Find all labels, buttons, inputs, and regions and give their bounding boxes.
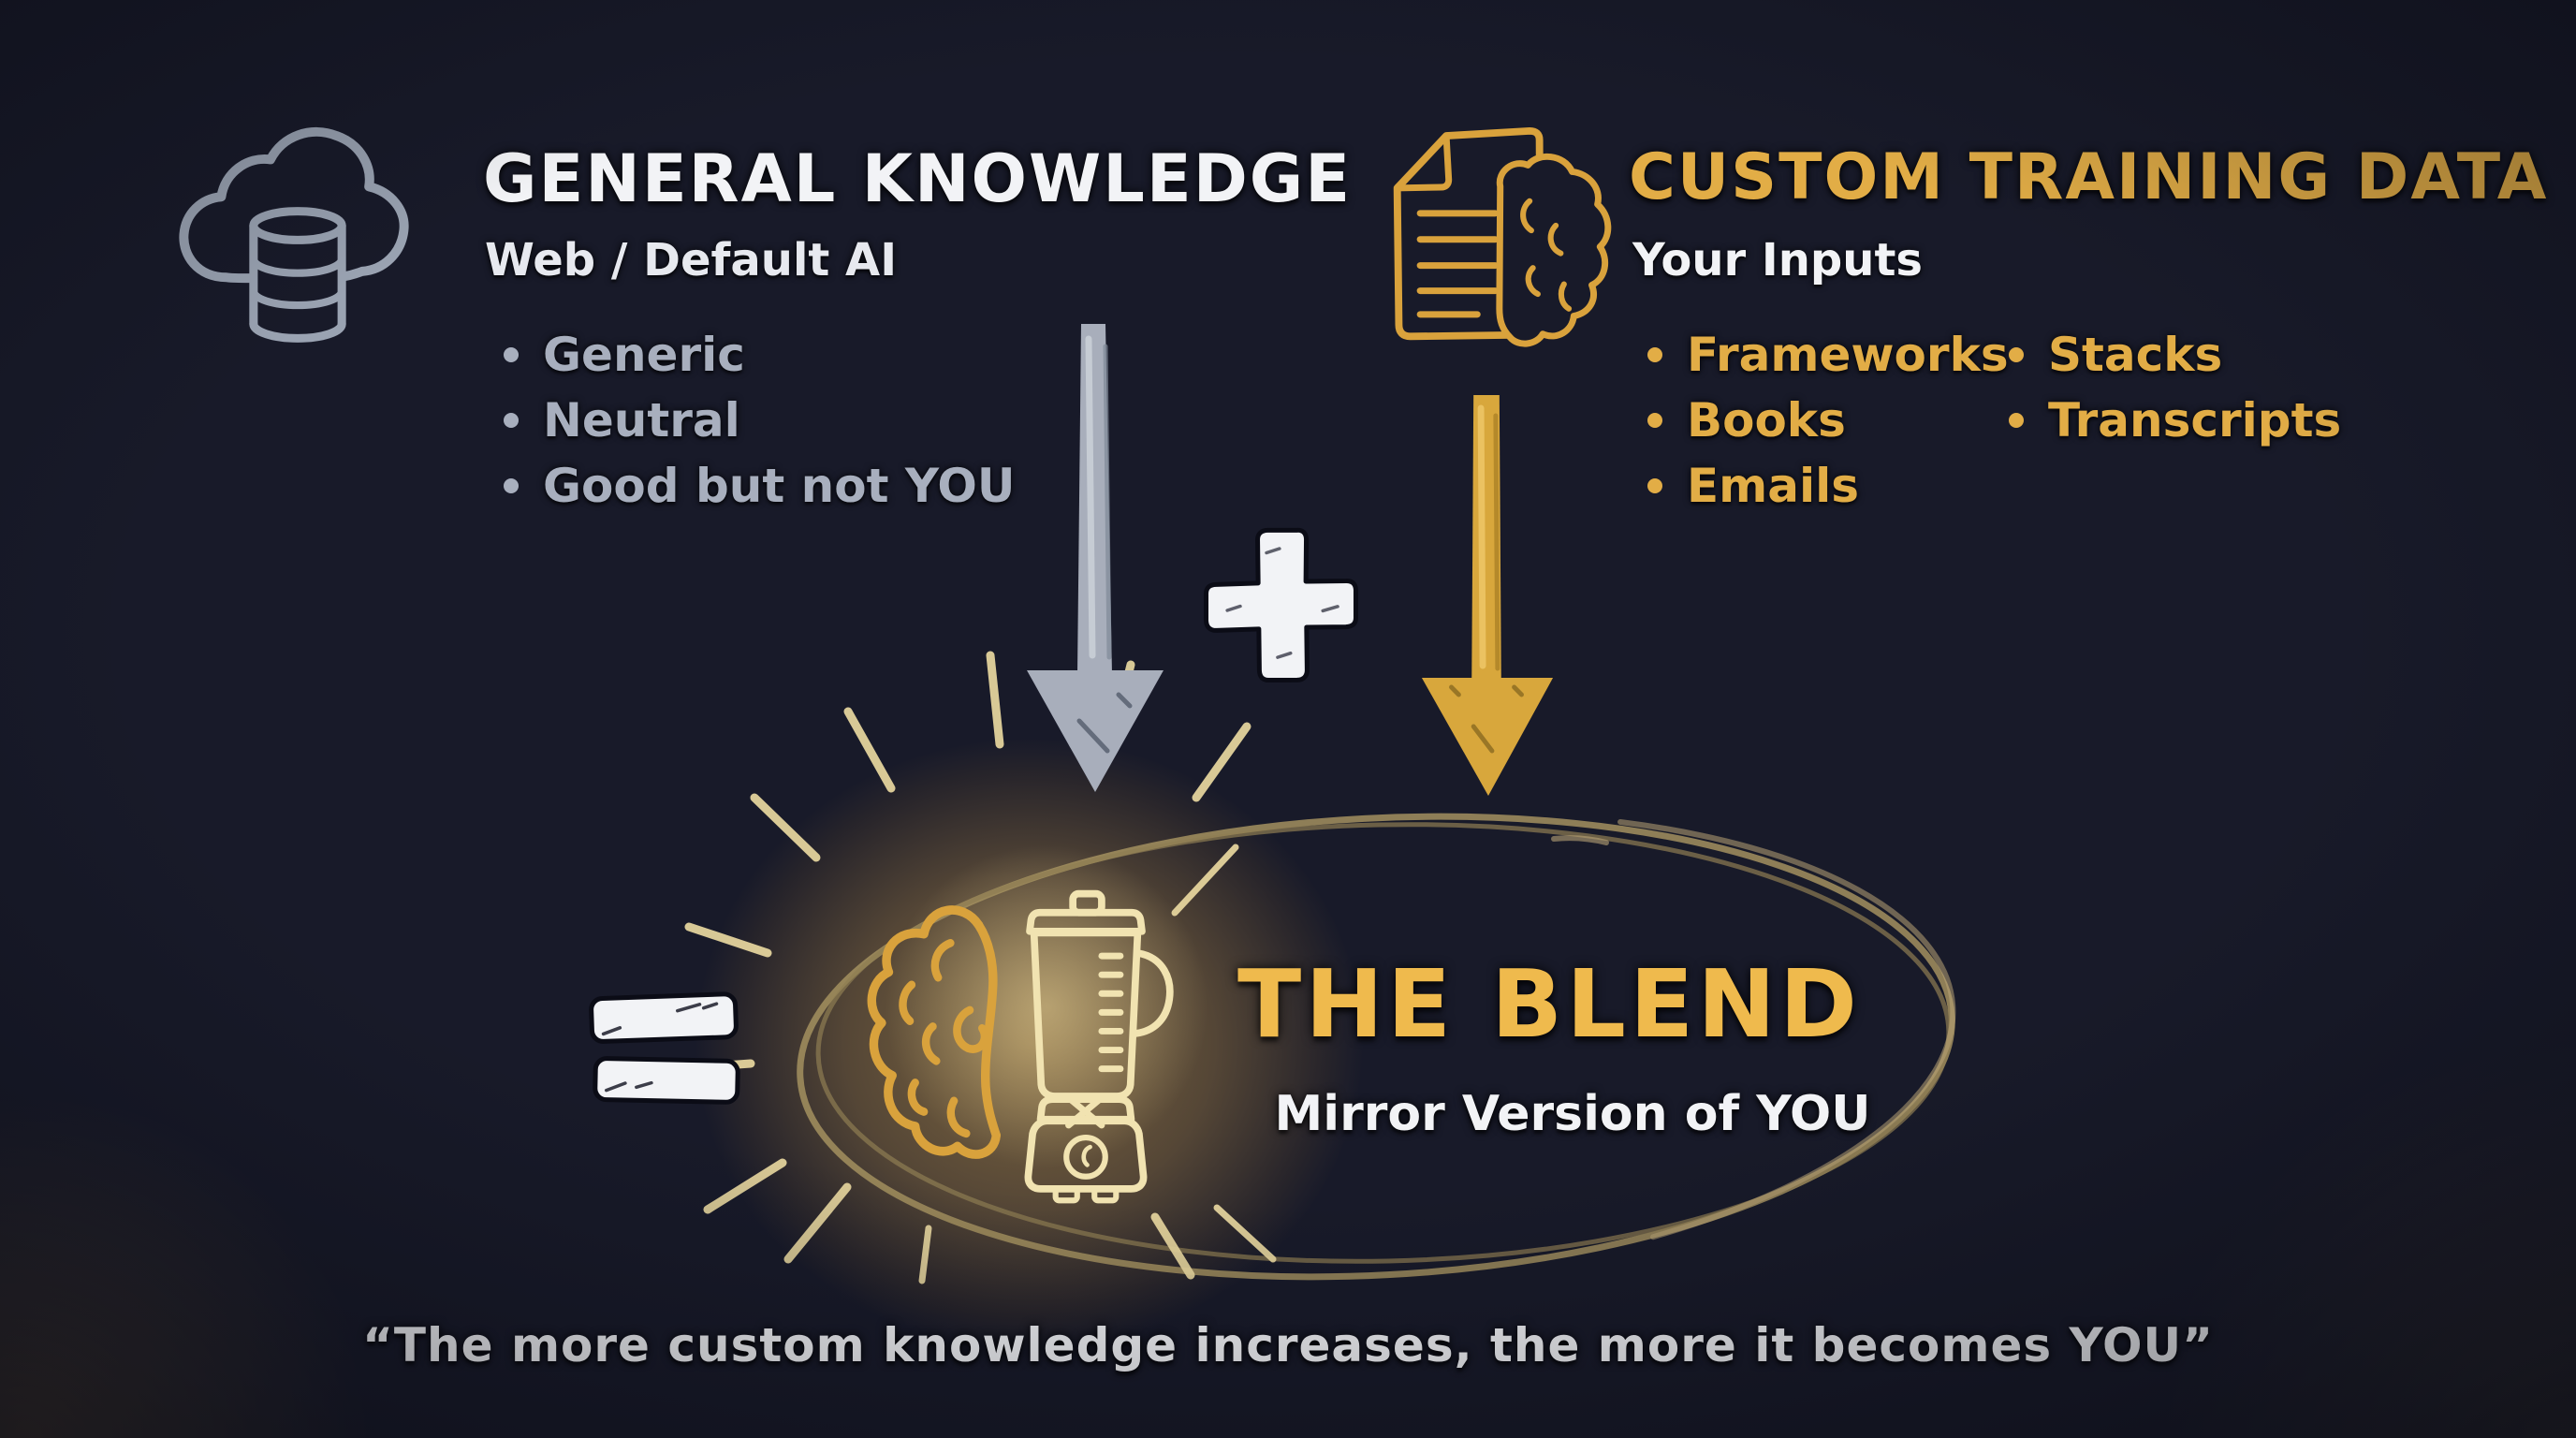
bullet-dot [504, 413, 519, 428]
gold-down-arrow [1421, 395, 1554, 796]
custom-training-bullets-col1: Frameworks Books Emails [1647, 322, 2009, 519]
bullet-dot [1647, 413, 1662, 428]
gray-down-arrow [1027, 324, 1164, 792]
list-item: Transcripts [2009, 388, 2341, 453]
bullet-label: Generic [543, 328, 745, 382]
bottom-quote: “The more custom knowledge increases, th… [362, 1318, 2214, 1372]
custom-training-data-subtitle: Your Inputs [1632, 234, 1923, 286]
brain-half [1496, 153, 1612, 347]
document-brain-icon [1393, 126, 1612, 347]
custom-training-bullets-col2: Stacks Transcripts [2009, 322, 2341, 453]
plus-sign [1204, 527, 1358, 682]
list-item: Neutral [504, 388, 1015, 453]
list-item: Good but not YOU [504, 453, 1015, 519]
equals-sign [589, 991, 740, 1105]
blend-subtitle: Mirror Version of YOU [1274, 1086, 1871, 1142]
bullet-dot [1647, 347, 1662, 362]
bullet-dot [504, 478, 519, 493]
bullet-dot [2009, 413, 2024, 428]
bullet-dot [2009, 347, 2024, 362]
list-item: Emails [1647, 453, 2009, 519]
bullet-label: Frameworks [1687, 328, 2009, 382]
bullet-label: Transcripts [2048, 393, 2342, 448]
general-knowledge-title: GENERAL KNOWLEDGE [483, 140, 1353, 217]
bullet-dot [1647, 478, 1662, 493]
blend-title: THE BLEND [1237, 949, 1861, 1059]
blender-icon [1024, 889, 1174, 1204]
list-item: Generic [504, 322, 1015, 388]
document-lines [1416, 210, 1499, 318]
custom-training-data-title: CUSTOM TRAINING DATA [1629, 140, 2549, 214]
list-item: Books [1647, 388, 2009, 453]
general-knowledge-bullets: Generic Neutral Good but not YOU [504, 322, 1015, 519]
bullet-label: Neutral [543, 393, 740, 448]
jar-measure-ticks [1098, 952, 1124, 1073]
bullet-label: Books [1687, 393, 1846, 448]
cloud-database-icon [179, 127, 409, 343]
list-item: Stacks [2009, 322, 2341, 388]
list-item: Frameworks [1647, 322, 2009, 388]
database-cylinder [249, 207, 346, 343]
bullet-label: Good but not YOU [543, 459, 1016, 513]
bullet-dot [504, 347, 519, 362]
bullet-label: Stacks [2048, 328, 2223, 382]
bullet-label: Emails [1687, 459, 1860, 513]
general-knowledge-subtitle: Web / Default AI [485, 234, 898, 286]
